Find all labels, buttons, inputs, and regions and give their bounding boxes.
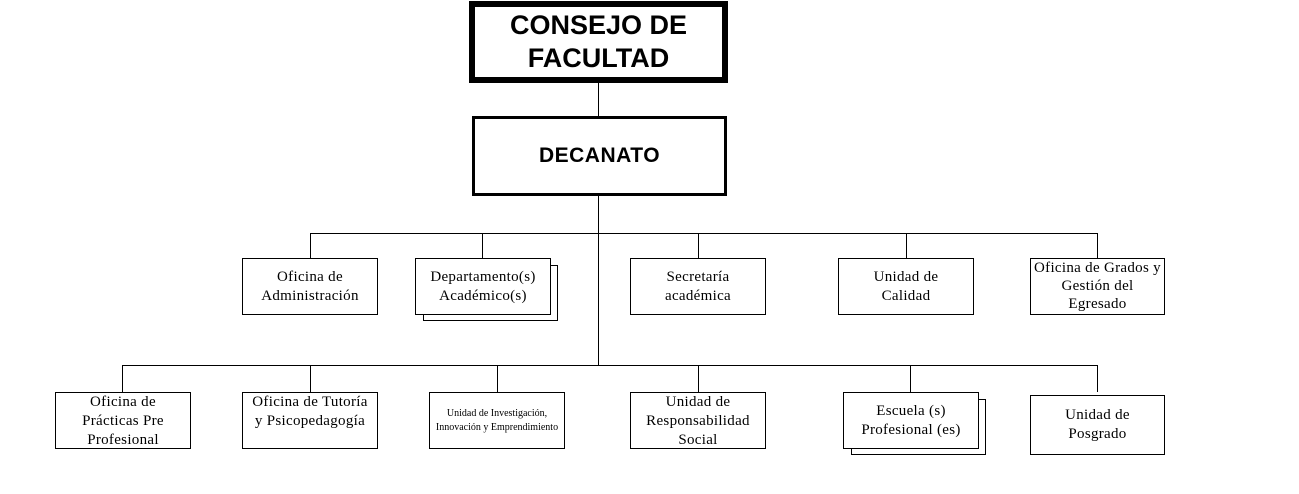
connector-level2-drop xyxy=(497,365,498,392)
connector-level2-drop xyxy=(698,365,699,392)
escuelas-profesionales-box: Escuela (s) Profesional (es) xyxy=(843,392,979,449)
oficina-administracion-box: Oficina de Administración xyxy=(242,258,378,315)
consejo-de-facultad-label: CONSEJO DE FACULTAD xyxy=(509,10,688,73)
oficina-tutoria-label: Oficina de Tutoría y Psicopedagogía xyxy=(252,394,368,429)
connector-level1-drop xyxy=(1097,233,1098,258)
unidad-posgrado-box: Unidad de Posgrado xyxy=(1030,395,1165,455)
connector-level2-bar xyxy=(122,365,1098,366)
connector-level2-drop xyxy=(122,365,123,392)
oficina-practicas-box: Oficina de Prácticas Pre Profesional xyxy=(55,392,191,449)
secretaria-academica-label: Secretaría académica xyxy=(665,268,731,304)
connector-level1-bar xyxy=(310,233,1098,234)
unidad-investigacion-box: Unidad de Investigación, Innovación y Em… xyxy=(429,392,565,449)
connector-level1-drop xyxy=(906,233,907,258)
consejo-de-facultad-box: CONSEJO DE FACULTAD xyxy=(469,1,728,83)
connector-level1-drop xyxy=(482,233,483,258)
connector-level2-drop xyxy=(1097,365,1098,392)
oficina-practicas-label: Oficina de Prácticas Pre Profesional xyxy=(82,394,164,448)
connector-level1-drop xyxy=(310,233,311,258)
departamentos-academicos-box: Departamento(s) Académico(s) xyxy=(415,258,551,315)
connector-level2-drop xyxy=(310,365,311,392)
connector-consejo-decanato xyxy=(598,82,599,117)
decanato-box: DECANATO xyxy=(472,116,727,196)
escuelas-profesionales-label: Escuela (s) Profesional (es) xyxy=(861,402,961,438)
connector-decanato-trunk xyxy=(598,195,599,365)
oficina-grados-label: Oficina de Grados y Gestión del Egresado xyxy=(1034,260,1161,312)
connector-level1-drop xyxy=(698,233,699,258)
unidad-responsabilidad-social-label: Unidad de Responsabilidad Social xyxy=(646,394,750,448)
unidad-responsabilidad-social-box: Unidad de Responsabilidad Social xyxy=(630,392,766,449)
secretaria-academica-box: Secretaría académica xyxy=(630,258,766,315)
oficina-tutoria-box: Oficina de Tutoría y Psicopedagogía xyxy=(242,392,378,449)
oficina-grados-box: Oficina de Grados y Gestión del Egresado xyxy=(1030,258,1165,315)
unidad-calidad-label: Unidad de Calidad xyxy=(873,268,939,304)
unidad-investigacion-label: Unidad de Investigación, Innovación y Em… xyxy=(435,407,559,433)
oficina-administracion-label: Oficina de Administración xyxy=(261,268,359,304)
departamentos-academicos-label: Departamento(s) Académico(s) xyxy=(430,268,536,304)
connector-level2-drop xyxy=(910,365,911,392)
unidad-calidad-box: Unidad de Calidad xyxy=(838,258,974,315)
decanato-label: DECANATO xyxy=(538,144,661,167)
unidad-posgrado-label: Unidad de Posgrado xyxy=(1065,407,1130,442)
